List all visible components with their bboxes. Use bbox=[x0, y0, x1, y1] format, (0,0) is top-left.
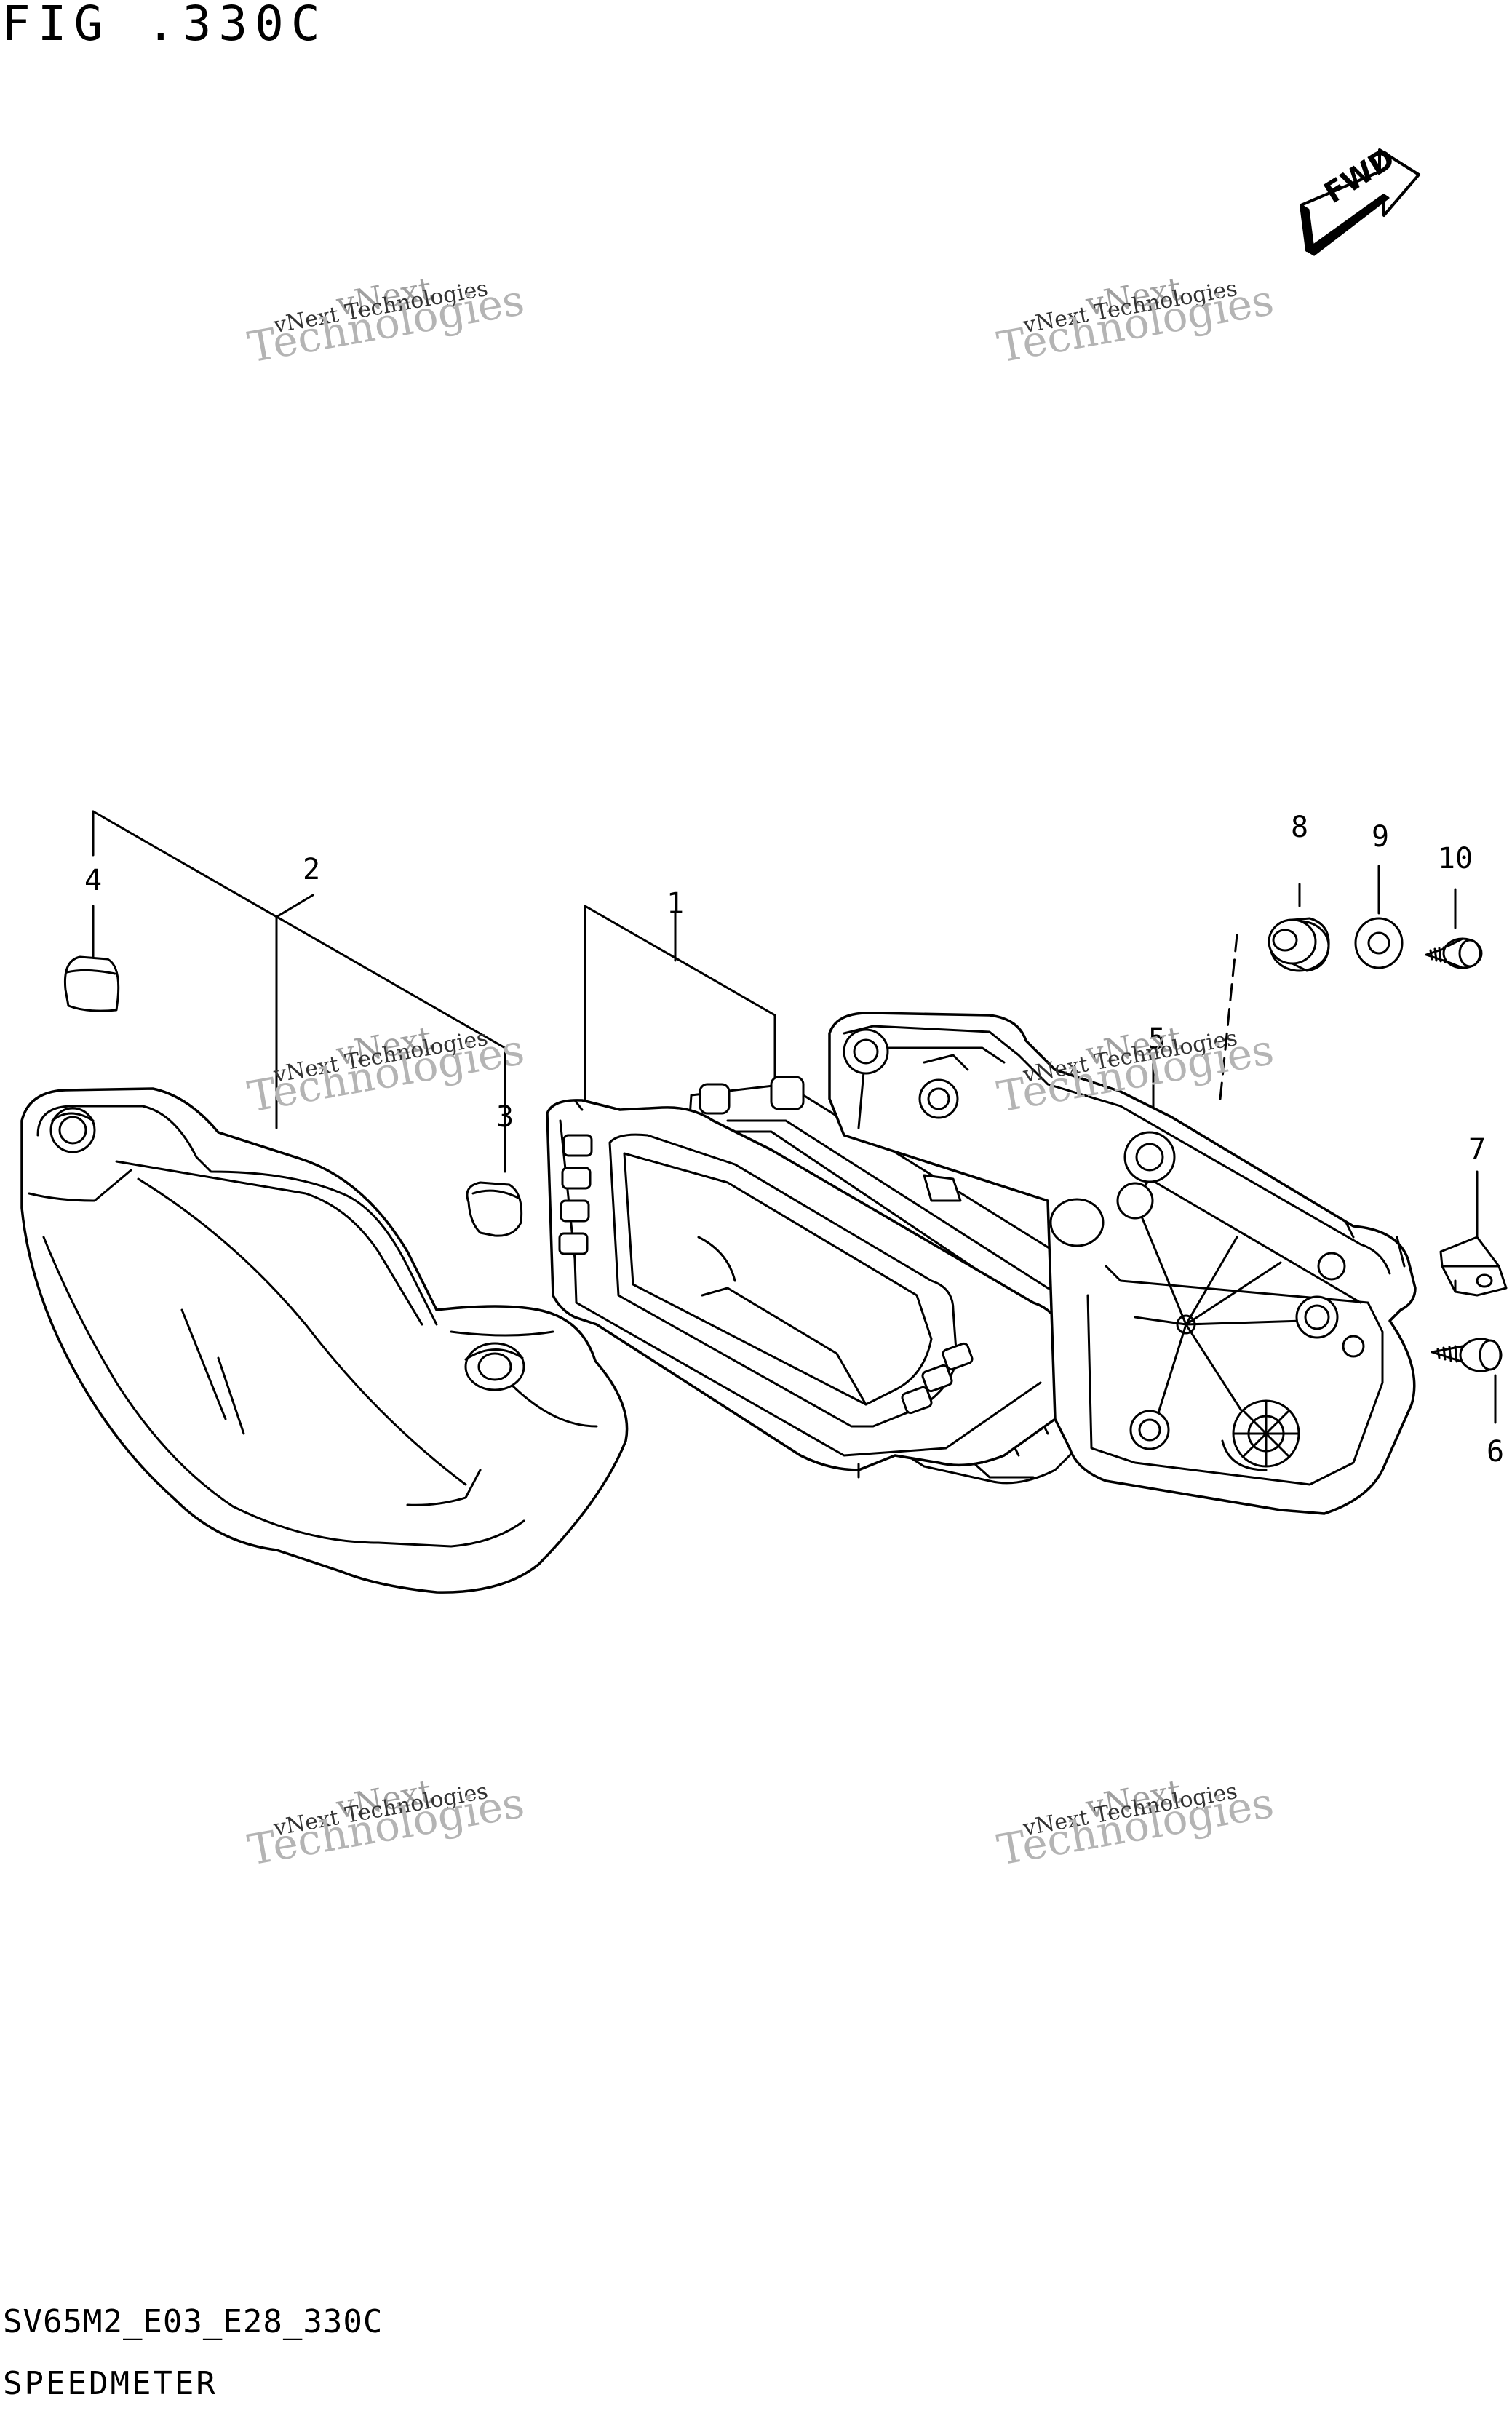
callout-1: 1 bbox=[666, 887, 685, 921]
part-6-screw bbox=[1432, 1339, 1501, 1371]
callout-8: 8 bbox=[1290, 811, 1309, 844]
figure-title: FIG .330C bbox=[1, 0, 327, 52]
part-8-grommet bbox=[1269, 918, 1329, 971]
callout-2: 2 bbox=[302, 853, 321, 886]
part-4-cap bbox=[65, 957, 118, 1011]
callout-4: 4 bbox=[84, 864, 103, 897]
part-7-clip-nut bbox=[1441, 1237, 1506, 1295]
part-3-cap bbox=[467, 1183, 522, 1236]
figure-code: SV65M2_E03_E28_330C bbox=[3, 2303, 383, 2340]
part-2-meter-cover bbox=[22, 1089, 627, 1592]
callout-3: 3 bbox=[496, 1100, 514, 1134]
callout-7: 7 bbox=[1468, 1133, 1487, 1167]
callout-9: 9 bbox=[1371, 820, 1390, 854]
part-5-meter-bracket bbox=[829, 1013, 1415, 1514]
part-9-washer bbox=[1356, 918, 1402, 968]
fwd-arrow-icon bbox=[1301, 150, 1419, 255]
part-10-screw bbox=[1426, 939, 1481, 968]
callout-5: 5 bbox=[1147, 1022, 1166, 1056]
part-1-meter-assembly bbox=[547, 1077, 1146, 1483]
callout-6: 6 bbox=[1486, 1435, 1505, 1469]
callout-10: 10 bbox=[1437, 842, 1473, 875]
figure-name: SPEEDMETER bbox=[3, 2365, 218, 2402]
